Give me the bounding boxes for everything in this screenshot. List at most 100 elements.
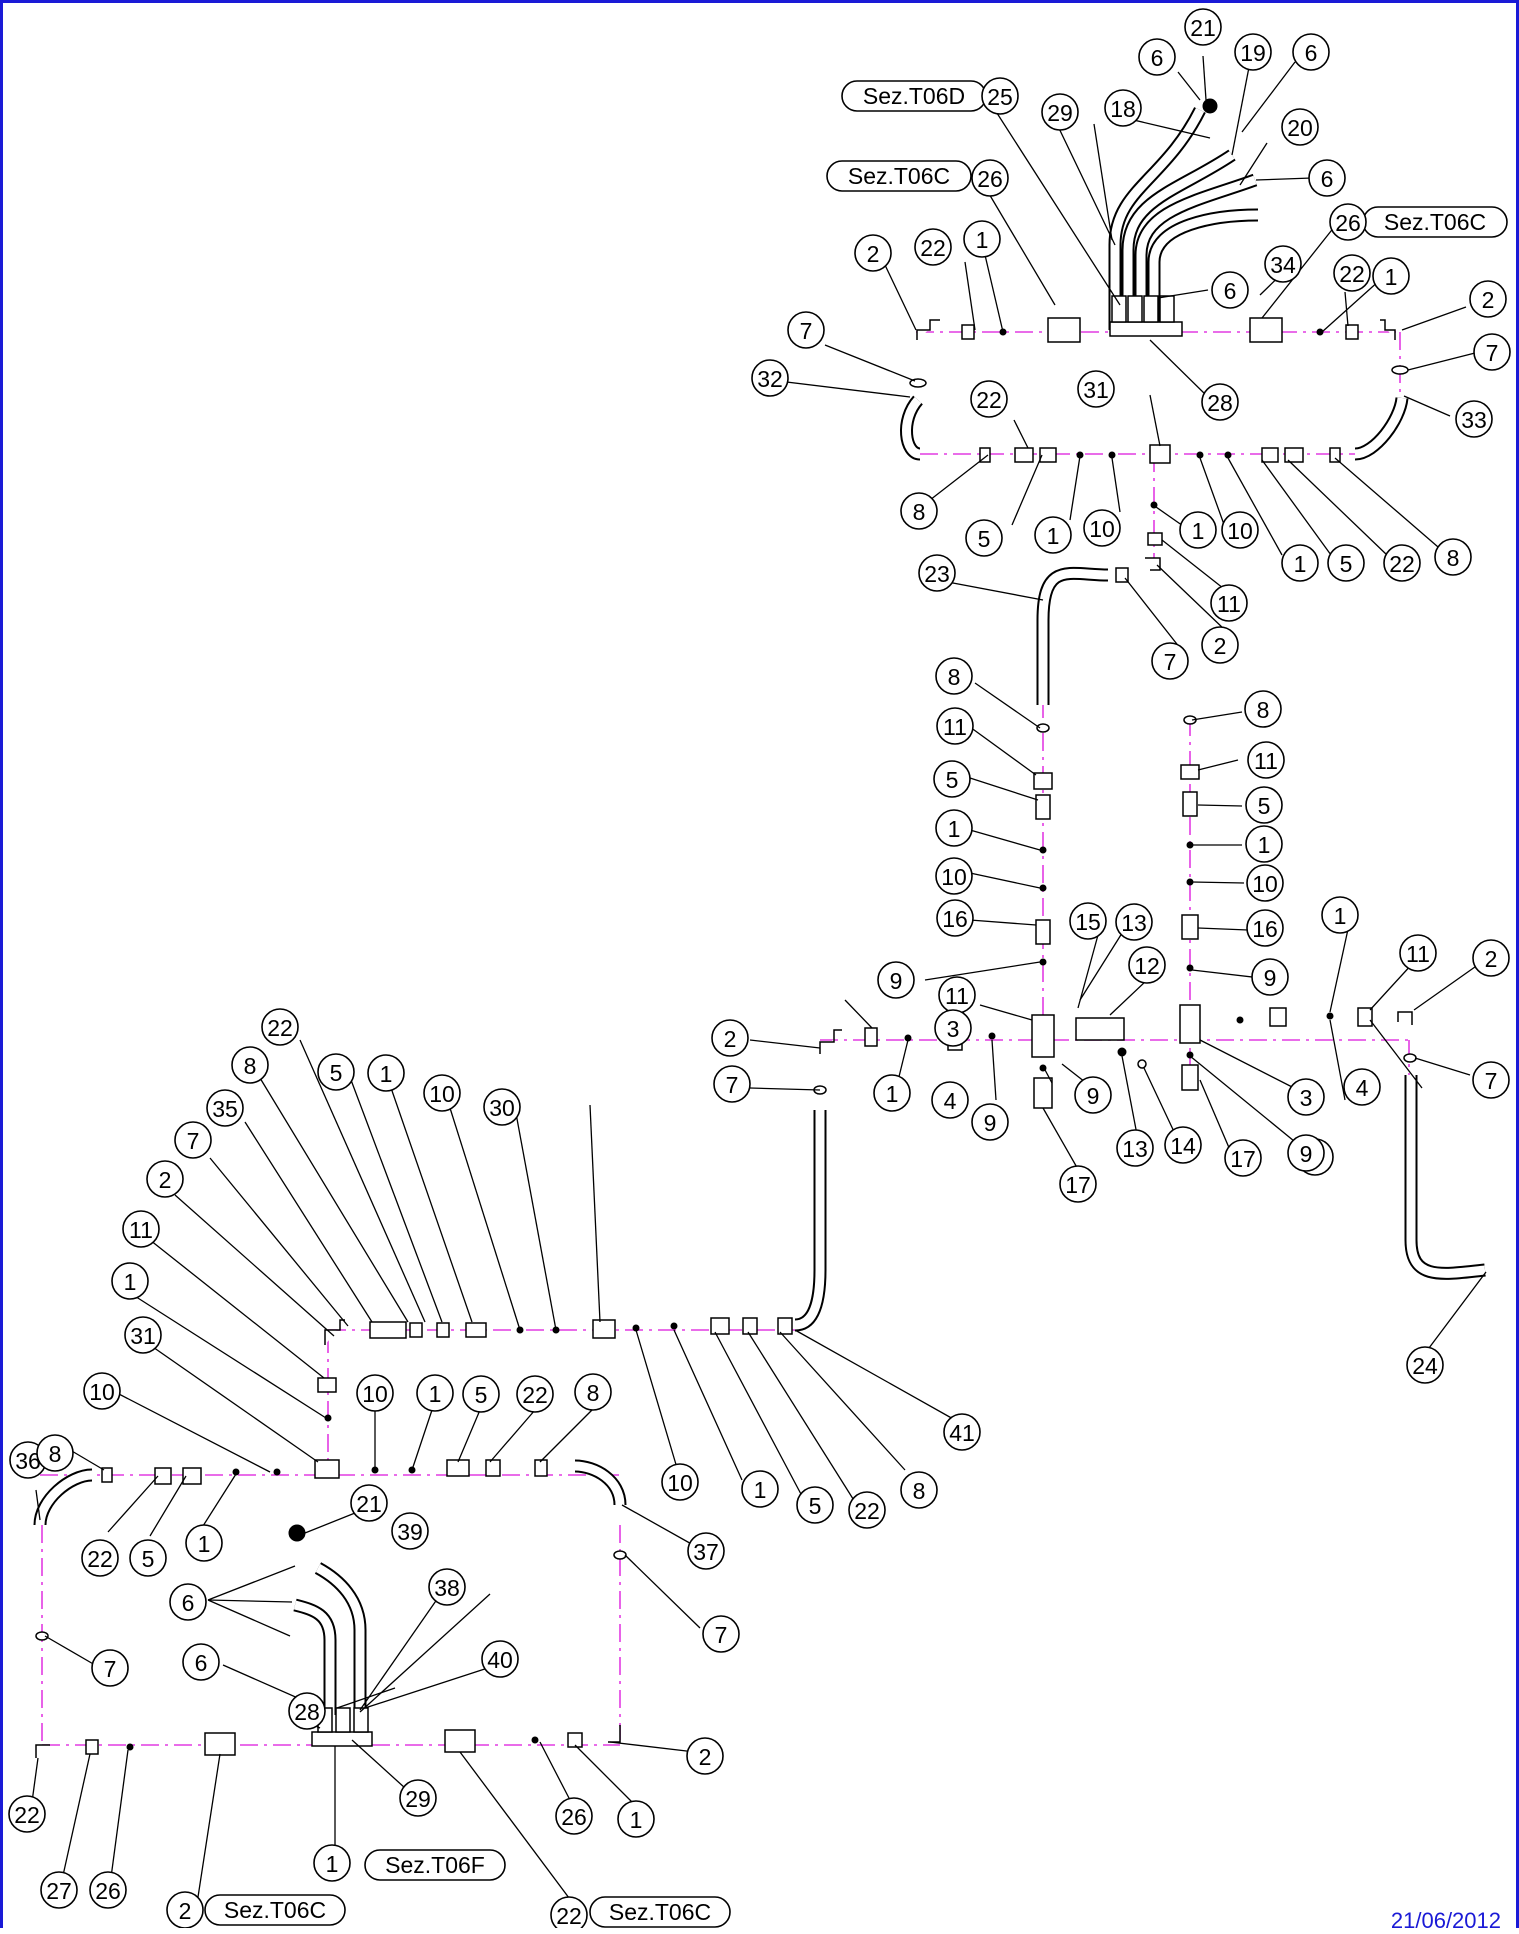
part-number-text: 33 <box>1461 407 1487 433</box>
part-balloon-11: 11 <box>938 976 976 1014</box>
svg-text:Sez.T06C: Sez.T06C <box>848 163 950 189</box>
part-balloon-5: 5 <box>129 1539 167 1577</box>
part-number-text: 2 <box>867 241 880 267</box>
part-number-text: 39 <box>397 1519 423 1545</box>
part-number-text: 10 <box>667 1470 693 1496</box>
center-lines <box>40 270 1410 1746</box>
part-number-text: 25 <box>987 84 1013 110</box>
part-number-text: 10 <box>1252 871 1278 897</box>
part-balloon-9: 9 <box>1287 1134 1325 1172</box>
part-number-text: 17 <box>1065 1172 1091 1198</box>
part-number-text: 24 <box>1412 1353 1438 1379</box>
part-number-text: 26 <box>95 1878 121 1904</box>
part-balloon-7: 7 <box>174 1121 212 1159</box>
part-number-text: 34 <box>1270 252 1296 278</box>
part-number-text: 9 <box>1264 965 1277 991</box>
part-balloon-19: 19 <box>1234 33 1272 71</box>
svg-text:Sez.T06C: Sez.T06C <box>224 1897 326 1923</box>
part-balloon-7: 7 <box>1472 1061 1510 1099</box>
part-balloon-9: 9 <box>1074 1076 1112 1114</box>
part-number-text: 6 <box>1151 45 1164 71</box>
part-balloon-1: 1 <box>367 1054 405 1092</box>
part-number-text: 8 <box>244 1053 257 1079</box>
part-balloon-6: 6 <box>169 1583 207 1621</box>
part-number-text: 11 <box>1217 591 1241 617</box>
part-number-text: 8 <box>1257 697 1270 723</box>
part-balloon-22: 22 <box>914 228 952 266</box>
part-number-text: 6 <box>1305 40 1318 66</box>
part-number-text: 41 <box>949 1420 975 1446</box>
part-number-text: 1 <box>1334 903 1347 929</box>
part-number-text: 29 <box>405 1786 431 1812</box>
part-number-text: 5 <box>1258 793 1271 819</box>
part-balloon-39: 39 <box>391 1512 429 1550</box>
part-number-text: 22 <box>976 387 1002 413</box>
section-label-t06c-top-left: Sez.T06C <box>826 160 972 192</box>
part-balloon-6: 6 <box>1211 271 1249 309</box>
part-number-text: 22 <box>267 1015 293 1041</box>
part-number-text: 31 <box>130 1323 156 1349</box>
part-number-text: 28 <box>294 1699 320 1725</box>
part-number-text: 22 <box>1339 261 1365 287</box>
part-balloon-29: 29 <box>1041 93 1079 131</box>
part-number-text: 1 <box>630 1807 643 1833</box>
part-number-text: 2 <box>1485 946 1498 972</box>
part-number-text: 26 <box>977 166 1003 192</box>
part-balloon-7: 7 <box>713 1065 751 1103</box>
part-number-text: 22 <box>14 1802 40 1828</box>
part-balloon-7: 7 <box>1473 333 1511 371</box>
part-balloon-6: 6 <box>182 1643 220 1681</box>
fittings <box>35 98 1417 1758</box>
part-balloon-1: 1 <box>873 1074 911 1112</box>
part-balloon-11: 11 <box>122 1210 160 1248</box>
part-number-text: 16 <box>942 906 968 932</box>
part-balloon-22: 22 <box>848 1491 886 1529</box>
part-number-text: 13 <box>1121 910 1147 936</box>
part-number-text: 1 <box>1047 523 1060 549</box>
part-balloon-8: 8 <box>1244 690 1282 728</box>
part-number-text: 20 <box>1287 115 1313 141</box>
part-number-text: 10 <box>429 1081 455 1107</box>
part-number-text: 7 <box>715 1622 728 1648</box>
part-balloon-31: 31 <box>124 1316 162 1354</box>
part-number-text: 11 <box>1406 941 1430 967</box>
part-balloon-12: 12 <box>1128 946 1166 984</box>
part-balloon-31: 31 <box>1077 370 1115 408</box>
part-number-text: 10 <box>1227 518 1253 544</box>
part-balloon-26: 26 <box>1329 203 1367 241</box>
part-number-text: 8 <box>913 1478 926 1504</box>
svg-text:Sez.T06C: Sez.T06C <box>609 1899 711 1925</box>
part-balloon-38: 38 <box>428 1568 466 1606</box>
part-balloon-2: 2 <box>1469 280 1507 318</box>
part-number-text: 17 <box>1230 1146 1256 1172</box>
part-number-text: 1 <box>754 1477 767 1503</box>
part-number-text: 7 <box>726 1072 739 1098</box>
part-balloon-9: 9 <box>877 961 915 999</box>
part-number-text: 8 <box>587 1380 600 1406</box>
svg-text:Sez.T06D: Sez.T06D <box>863 83 965 109</box>
part-balloon-1: 1 <box>111 1262 149 1300</box>
part-number-text: 10 <box>89 1379 115 1405</box>
part-balloon-1: 1 <box>416 1374 454 1412</box>
part-balloon-1: 1 <box>1034 516 1072 554</box>
part-balloon-26: 26 <box>89 1871 127 1909</box>
part-balloon-22: 22 <box>1333 254 1371 292</box>
part-number-text: 1 <box>198 1531 211 1557</box>
part-balloon-2: 2 <box>146 1160 184 1198</box>
part-number-text: 3 <box>947 1016 960 1042</box>
part-balloon-9: 9 <box>1251 958 1289 996</box>
part-number-text: 9 <box>984 1110 997 1136</box>
part-balloon-24: 24 <box>1406 1346 1444 1384</box>
part-balloon-5: 5 <box>933 760 971 798</box>
part-number-text: 31 <box>1083 377 1109 403</box>
part-number-text: 22 <box>1389 551 1415 577</box>
part-balloon-10: 10 <box>83 1372 121 1410</box>
part-number-text: 6 <box>1224 278 1237 304</box>
part-number-text: 38 <box>434 1575 460 1601</box>
part-balloon-11: 11 <box>1399 934 1437 972</box>
part-number-text: 1 <box>124 1269 137 1295</box>
part-number-text: 5 <box>978 526 991 552</box>
part-balloon-1: 1 <box>1245 825 1283 863</box>
